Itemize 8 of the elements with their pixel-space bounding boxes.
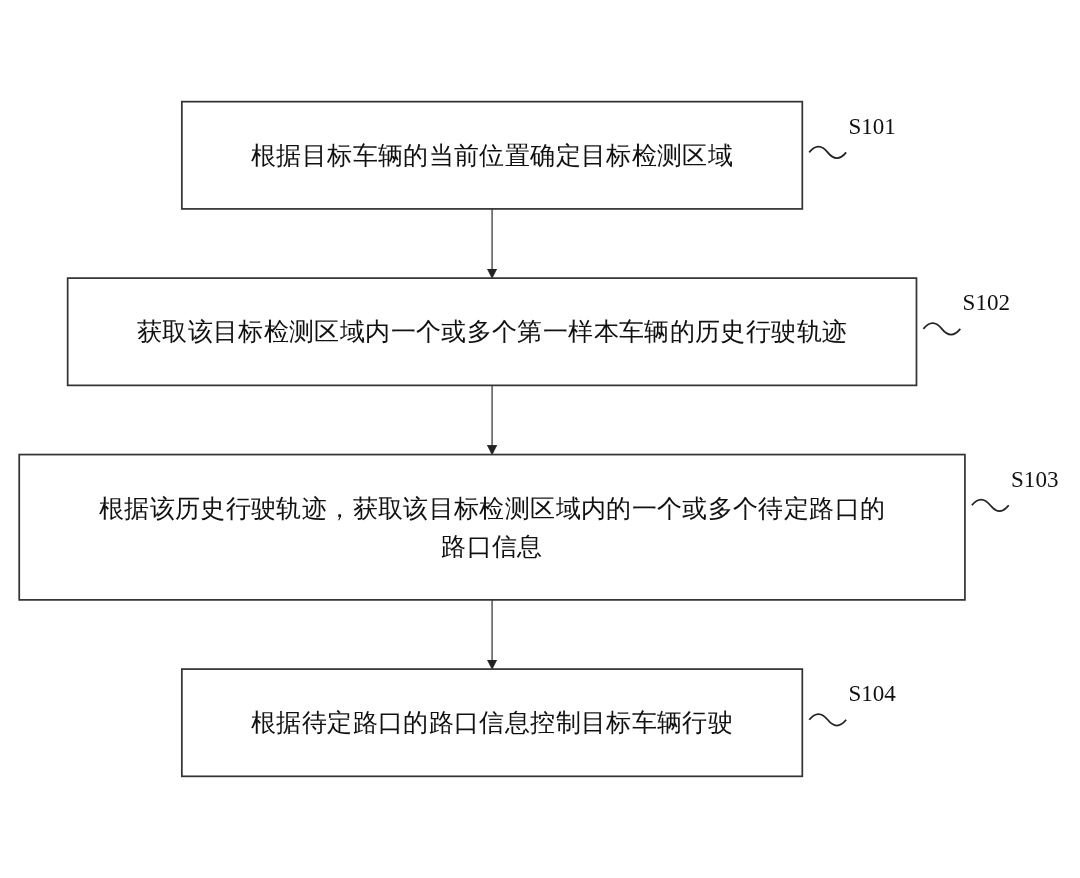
process-box: 获取该目标检测区域内一个或多个第一样本车辆的历史行驶轨迹 — [66, 277, 918, 387]
step-number: S101 — [848, 112, 896, 139]
process-box: 根据该历史行驶轨迹，获取该目标检测区域内的一个或多个待定路口的路口信息 — [18, 453, 966, 601]
process-box: 根据待定路口的路口信息控制目标车辆行驶 — [180, 668, 804, 778]
step-number: S104 — [848, 680, 896, 707]
step-number: S103 — [1011, 465, 1059, 492]
step-number: S102 — [962, 289, 1010, 316]
process-box: 根据目标车辆的当前位置确定目标检测区域 — [180, 100, 804, 210]
